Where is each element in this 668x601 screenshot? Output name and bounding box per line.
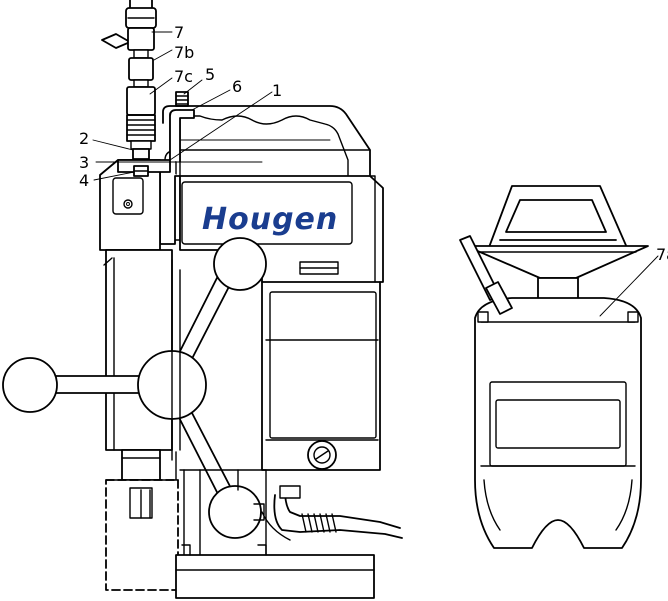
magnetic-drill: Hougen <box>2 0 403 599</box>
drill-body <box>171 259 381 471</box>
coolant-tank <box>459 185 659 549</box>
callout-7b: 7b <box>174 43 194 62</box>
callout-7a: 7 <box>174 23 184 42</box>
arbor-cutter <box>105 449 179 591</box>
magnet-base <box>175 544 375 599</box>
callout-6: 6 <box>232 77 242 96</box>
leader-lines <box>92 31 273 181</box>
feed-handle-assembly <box>2 237 267 539</box>
callout-5: 5 <box>205 65 215 84</box>
coolant-valve-stack <box>101 0 195 177</box>
brand-logo: Hougen <box>202 202 338 237</box>
callout-7: 7a <box>656 245 668 264</box>
callout-4: 4 <box>79 171 89 190</box>
callout-1: 1 <box>272 81 282 100</box>
callout-7c: 7c <box>174 67 193 86</box>
callout-3: 3 <box>79 153 89 172</box>
callout-2: 2 <box>79 129 89 148</box>
coolant-hose <box>253 485 403 541</box>
